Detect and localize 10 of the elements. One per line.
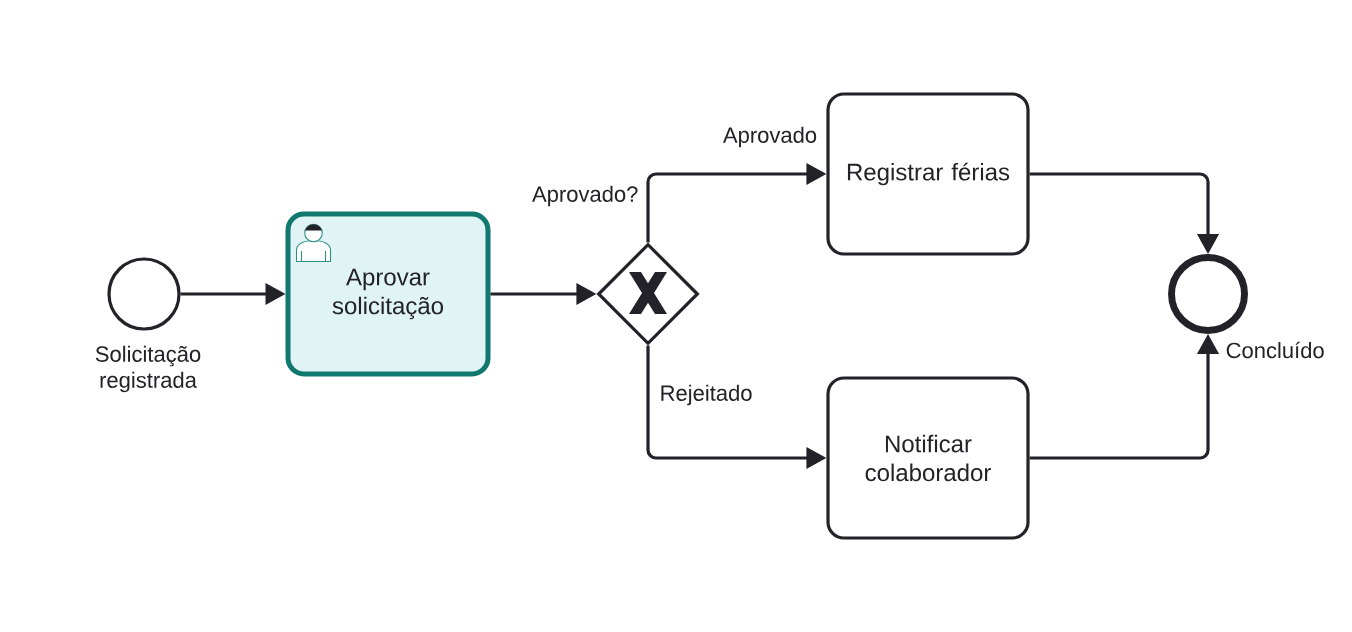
start-event-circle bbox=[107, 257, 181, 331]
edge-label: Rejeitado bbox=[658, 383, 754, 407]
task-box: Aprovar solicitação bbox=[285, 211, 491, 377]
event-label: Concluído bbox=[1226, 341, 1324, 359]
task-box: Registrar férias bbox=[826, 92, 1030, 256]
end-event-circle bbox=[1168, 254, 1248, 334]
task-box: Notificar colaborador bbox=[826, 376, 1030, 540]
event-label: Solicitação registrada bbox=[95, 345, 201, 393]
edge-label: Aprovado bbox=[721, 125, 819, 149]
event-label: Aprovado? bbox=[532, 185, 638, 207]
